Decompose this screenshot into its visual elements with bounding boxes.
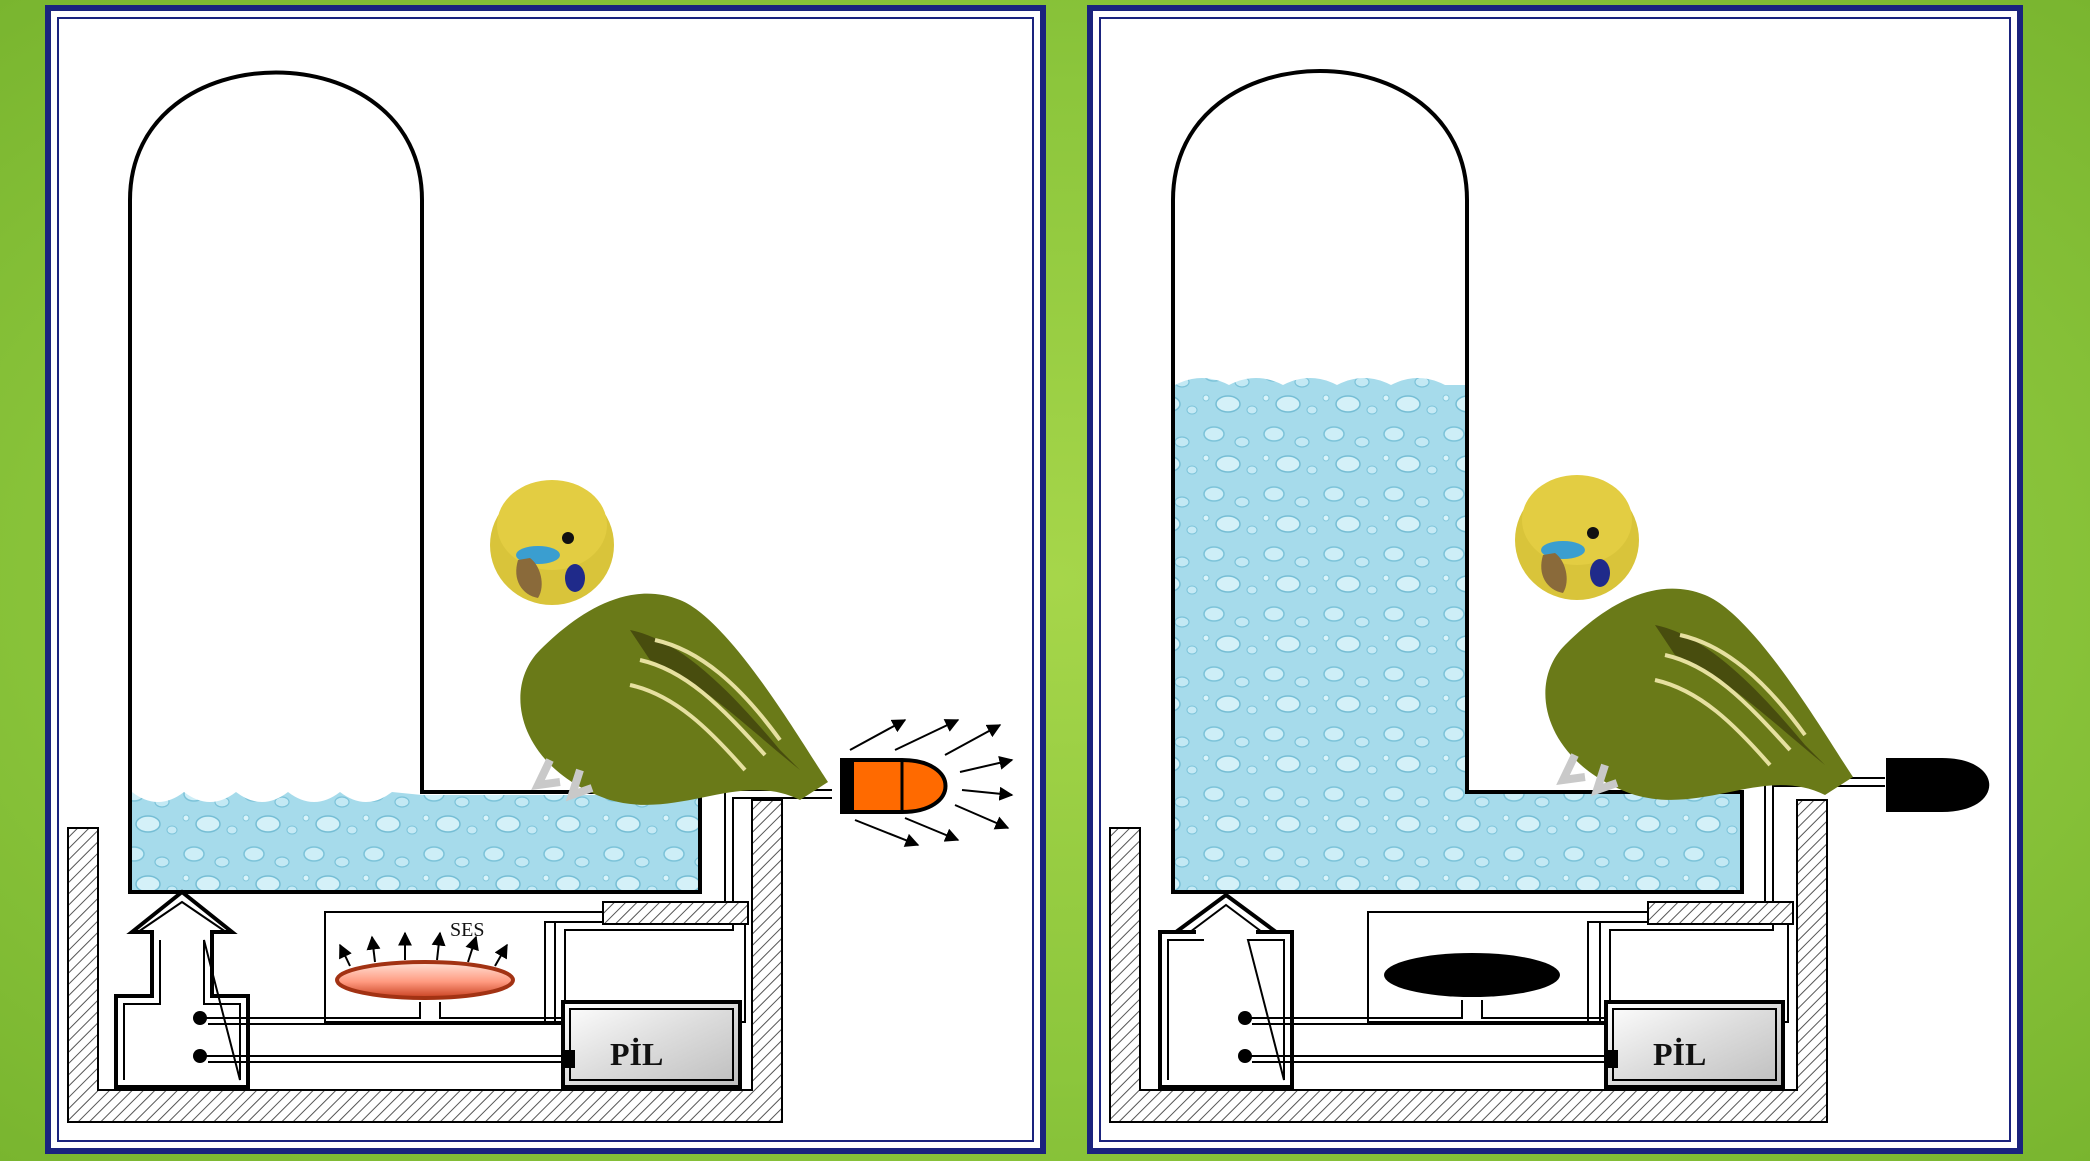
panel-left: SES PİL: [48, 8, 1043, 1151]
battery-label: PİL: [610, 1036, 663, 1072]
float-contact-icon: [193, 1049, 207, 1063]
panel-right: PİL: [1090, 8, 2020, 1151]
led-off-icon: [1886, 758, 1989, 812]
battery: PİL: [1604, 1002, 1783, 1087]
water-low-level: [132, 792, 700, 890]
buzzer-label: SES: [450, 919, 484, 941]
wire-conduit: [603, 902, 748, 924]
battery-label: PİL: [1653, 1036, 1706, 1072]
float-contact-icon: [1238, 1011, 1252, 1025]
buzzer-silent-icon: [1384, 953, 1560, 997]
buzzer-sounding-icon: [337, 962, 513, 998]
battery: PİL: [561, 1002, 740, 1087]
led-on-icon: [842, 760, 946, 812]
wire-conduit: [1648, 902, 1793, 924]
float-contact-icon: [1238, 1049, 1252, 1063]
float-contact-icon: [193, 1011, 207, 1025]
